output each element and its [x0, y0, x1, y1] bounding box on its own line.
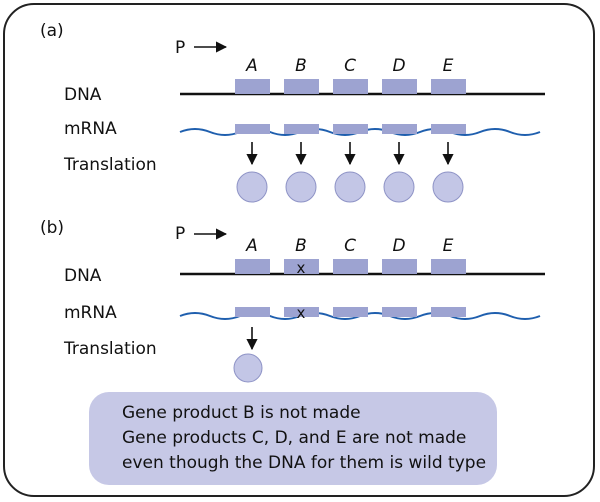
panel-a-gene-a-box	[235, 79, 270, 94]
panel-a-gene-e-box	[431, 79, 466, 94]
panel-b-mrna-mutation-mark: x	[297, 304, 306, 322]
panel-a-protein-c	[334, 171, 366, 203]
panel-b-gene-b-label: B	[295, 236, 307, 256]
panel-a-mrna-segment-c	[333, 124, 368, 134]
panel-a-mrna-segment-b	[284, 124, 319, 134]
panel-a-translation-label: Translation	[63, 155, 157, 175]
panel-b-mrna-segment-d	[382, 307, 417, 317]
panel-a-gene-c-label: C	[344, 56, 356, 76]
panel-a-mrna-segment-a	[235, 124, 270, 134]
panel-a-gene-c-box	[333, 79, 368, 94]
panel-b-dna-mutation-mark: x	[297, 259, 306, 277]
panel-a-label: (a)	[40, 21, 64, 41]
panel-a-promoter-label: P	[175, 38, 185, 58]
panel-b-mrna-segment-c	[333, 307, 368, 317]
callout-line-1: Gene product B is not made	[122, 403, 361, 423]
panel-a-mrna-segment-d	[382, 124, 417, 134]
panel-a-protein-d	[383, 171, 415, 203]
panel-a-gene-d-label: D	[392, 56, 405, 76]
panel-a-mrna-label: mRNA	[64, 119, 117, 139]
panel-b-gene-e-label: E	[443, 236, 454, 256]
callout-line-3: even though the DNA for them is wild typ…	[122, 453, 486, 473]
panel-b-gene-d-box	[382, 259, 417, 274]
panel-b-mrna-segment-b	[284, 307, 319, 317]
callout-box	[89, 392, 497, 485]
panel-a-gene-b-box	[284, 79, 319, 94]
panel-b-dna-label: DNA	[64, 266, 102, 286]
callout: Gene product B is not made Gene products…	[89, 392, 497, 485]
panel-b-gene-a-box	[235, 259, 270, 274]
panel-b-gene-b-box	[284, 259, 319, 274]
panel-b-translation-label: Translation	[63, 339, 157, 359]
panel-b-gene-c-label: C	[344, 236, 356, 256]
panel-a-dna-label: DNA	[64, 85, 102, 105]
panel-a-gene-d-box	[382, 79, 417, 94]
panel-a-gene-e-label: E	[443, 56, 454, 76]
panel-a-protein-b	[285, 171, 317, 203]
panel-b-gene-a-label: A	[245, 236, 258, 256]
panel-b-promoter-label: P	[175, 224, 185, 244]
panel-b-gene-d-label: D	[392, 236, 405, 256]
panel-a-gene-a-label: A	[245, 56, 258, 76]
panel-b-gene-c-box	[333, 259, 368, 274]
panel-a: (a) P A B C D E DNA mRNA Translation	[40, 21, 545, 203]
panel-a-gene-b-label: B	[295, 56, 307, 76]
callout-line-2: Gene products C, D, and E are not made	[122, 428, 466, 448]
panel-b-mrna-segment-e	[431, 307, 466, 317]
panel-a-mrna-segment-e	[431, 124, 466, 134]
panel-b: (b) P A B C D E DNA x mRNA x Translation	[40, 218, 545, 383]
panel-b-mrna-segment-a	[235, 307, 270, 317]
panel-b-gene-e-box	[431, 259, 466, 274]
panel-a-protein-e	[432, 171, 464, 203]
panel-b-label: (b)	[40, 218, 64, 238]
panel-b-mrna-label: mRNA	[64, 303, 117, 323]
panel-b-protein-a	[233, 353, 263, 383]
panel-a-protein-a	[236, 171, 268, 203]
